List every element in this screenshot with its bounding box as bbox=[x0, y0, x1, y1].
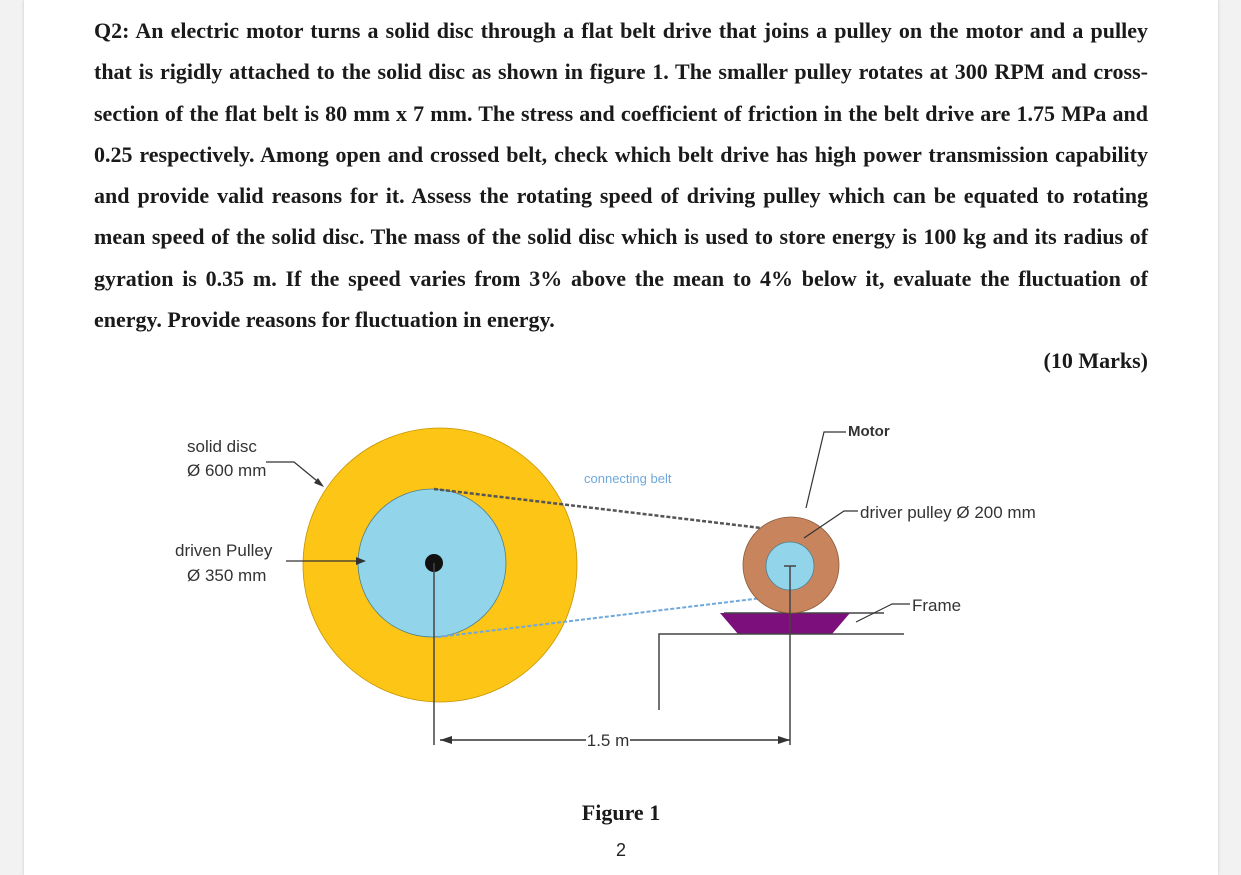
belt-top bbox=[433, 487, 779, 532]
belt-label: connecting belt bbox=[584, 471, 672, 486]
dimension-arrow-right bbox=[778, 736, 790, 744]
frame-label: Frame bbox=[912, 596, 961, 615]
solid-disc-label: solid disc bbox=[187, 437, 257, 456]
frame-leader bbox=[855, 603, 910, 623]
motor-frame bbox=[720, 613, 850, 634]
figure-1-diagram: 1.5 m solid disc Ø 600 mm driven Pulley … bbox=[175, 423, 1036, 750]
motor-leader bbox=[805, 431, 846, 509]
distance-label: 1.5 m bbox=[587, 731, 630, 750]
driven-pulley-dia-label: Ø 350 mm bbox=[187, 566, 266, 585]
belt-bottom bbox=[437, 597, 763, 638]
solid-disc-dia-label: Ø 600 mm bbox=[187, 461, 266, 480]
dimension-arrow-left bbox=[440, 736, 452, 744]
motor-label: Motor bbox=[848, 423, 890, 440]
document-page: Q2: An electric motor turns a solid disc… bbox=[24, 0, 1218, 875]
driven-pulley-leader-arrow bbox=[356, 557, 366, 565]
driver-pulley-leader bbox=[803, 510, 858, 539]
dimension-label-bg bbox=[586, 728, 630, 750]
frame-outline bbox=[658, 633, 904, 710]
solid-disc-leader bbox=[266, 461, 323, 486]
question-text: Q2: An electric motor turns a solid disc… bbox=[94, 18, 1148, 333]
solid-disc-leader-arrow bbox=[314, 478, 324, 487]
driver-pulley-label: driver pulley Ø 200 mm bbox=[860, 503, 1036, 522]
figure-caption: Figure 1 bbox=[581, 800, 661, 825]
marks-label: (10 Marks) bbox=[1043, 348, 1148, 373]
page-number: 2 bbox=[615, 840, 626, 860]
driven-pulley-label: driven Pulley bbox=[175, 541, 273, 560]
